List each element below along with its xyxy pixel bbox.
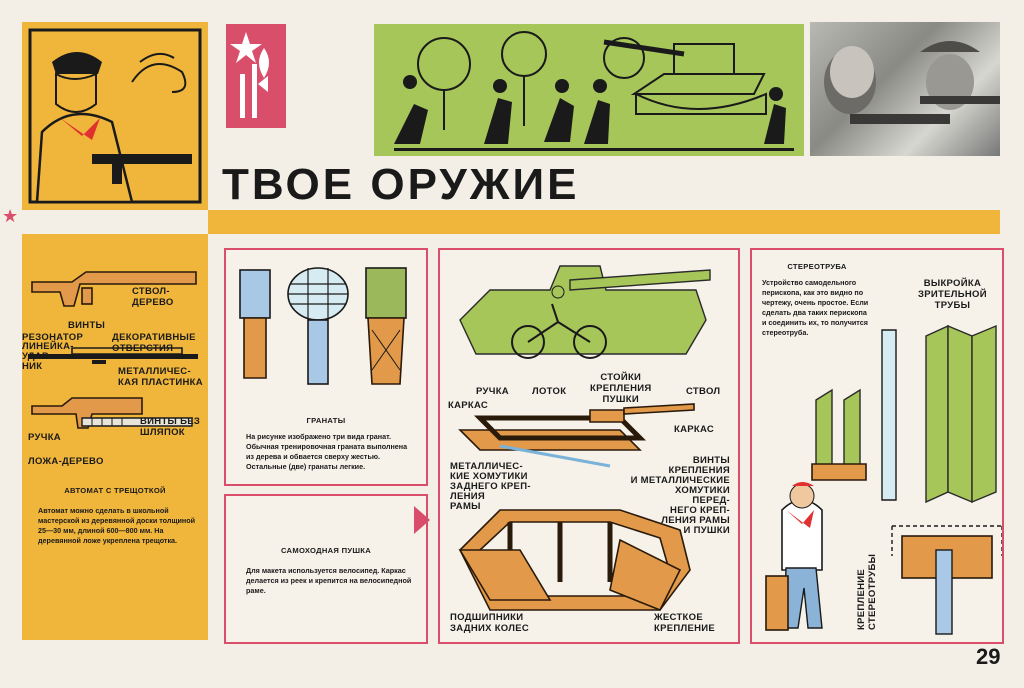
periscope-text: Устройство самодельного перископа, как э… [762,278,869,337]
rifle-column: СТВОЛ- ДЕРЕВО ВИНТЫ РЕЗОНАТОР ЛИНЕЙКА- У… [22,234,208,640]
grenades-text: На рисунке изображено три вида гранат. О… [246,432,408,471]
gun-diagram-panel: РУЧКА КАРКАС ЛОТОК СТОЙКИ КРЕПЛЕНИЯ ПУШК… [438,248,740,644]
yellow-band [208,210,1000,234]
rifle-text: Автомат можно сделать в школьной мастерс… [38,506,196,545]
grenades-heading: ГРАНАТЫ [306,416,346,425]
label-holes: ДЕКОРАТИВНЫЕ ОТВЕРСТИЯ [112,332,196,354]
label-plate: МЕТАЛЛИЧЕС- КАЯ ПЛАСТИНКА [118,366,203,388]
periscope-heading: СТЕРЕОТРУБА [787,262,847,271]
frame-label-racks: СТОЙКИ КРЕПЛЕНИЯ ПУШКИ [590,372,652,405]
battle-scene-illustration [374,24,804,156]
rifle-heading: АВТОМАТ С ТРЕЩОТКОЙ [64,486,166,495]
label-barrel: СТВОЛ- ДЕРЕВО [132,286,174,308]
frame-label-front: ВИНТЫ КРЕПЛЕНИЯ И МЕТАЛЛИЧЕСКИЕ ХОМУТИКИ… [630,455,730,536]
frame-label-rear-clamps: МЕТАЛЛИЧЕС- КИЕ ХОМУТИКИ ЗАДНЕГО КРЕП- Л… [450,461,531,512]
frame-label-barrel: СТВОЛ [686,386,721,397]
label-stock: ЛОЖА-ДЕРЕВО [28,456,104,467]
frame-label-handle: РУЧКА [476,386,509,397]
gun-text: Для макета используется велосипед. Карка… [246,566,412,595]
star-icon: ★ [2,206,19,227]
pattern-label: ВЫКРОЙКА ЗРИТЕЛЬНОЙ ТРУБЫ [918,278,987,311]
gun-text-panel: САМОХОДНАЯ ПУШКА Для макета используется… [224,494,428,644]
frame-label-frame: КАРКАС [448,400,489,411]
gun-heading: САМОХОДНАЯ ПУШКА [280,546,372,555]
frame-label-frame2: КАРКАС [674,424,715,435]
mount-label: КРЕПЛЕНИЕ СТЕРЕОТРУБЫ [856,553,878,630]
arrow-right-icon [414,506,430,534]
page-title: ТВОЕ ОРУЖИЕ [222,160,580,209]
frame-label-bearings: ПОДШИПНИКИ ЗАДНИХ КОЛЕС [450,612,530,634]
label-screws-nohead: ВИНТЫ БЕЗ ШЛЯПОК [140,416,201,438]
page-number: 29 [976,644,1001,669]
frame-label-rigid: ЖЕСТКОЕ КРЕПЛЕНИЕ [654,612,716,634]
grenades-panel: ГРАНАТЫ На рисунке изображено три вида г… [224,248,428,486]
periscope-panel: СТЕРЕОТРУБА Устройство самодельного пери… [750,248,1004,644]
pioneer-emblem-icon [226,24,286,128]
label-handle: РУЧКА [28,432,61,443]
label-resonator: РЕЗОНАТОР [22,332,84,343]
photo-boys-with-rifles [810,22,1000,156]
label-firing-pin: ЛИНЕЙКА- УДАР- НИК [22,341,74,372]
pioneer-illustration [22,22,208,210]
frame-label-trough: ЛОТОК [532,386,567,397]
label-screws: ВИНТЫ [68,320,106,331]
